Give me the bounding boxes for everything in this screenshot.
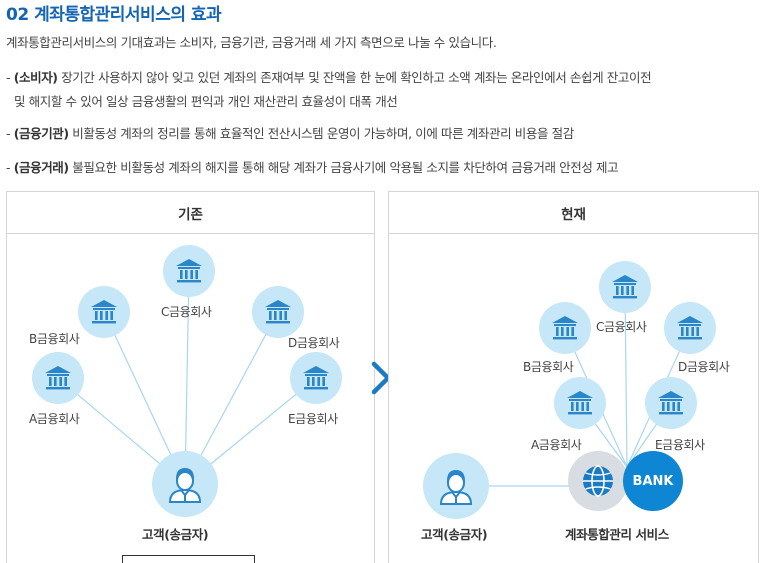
after-bank-a-node <box>554 377 606 429</box>
before-panel-heading: 기존 <box>7 192 374 234</box>
after-bank-c-node <box>599 261 651 313</box>
service-globe-node <box>568 451 628 511</box>
section-title: 02 계좌통합관리서비스의 효과 <box>6 5 222 25</box>
bank-building-icon <box>566 390 594 416</box>
before-panel: 기존 A금융회사 B금융회사 C금융회사 D금융회사 E금융회사 고객(송금자) <box>6 191 375 563</box>
after-bank-a-label: A금융회사 <box>531 438 582 452</box>
bullet-text-continued: 및 해지할 수 있어 일상 금융생활의 편익과 개인 재산관리 효율성이 대폭 … <box>14 94 398 109</box>
detail-button[interactable] <box>122 555 255 563</box>
service-label: 계좌통합관리 서비스 <box>565 527 669 542</box>
bullet-text: 불필요한 비활동성 계좌의 해지를 통해 해당 계좌가 금융사기에 악용될 소지… <box>72 160 619 175</box>
bullet-tag: (금융기관) <box>13 126 69 141</box>
after-diagram: B금융회사 C금융회사 D금융회사 A금융회사 E금융회사 고객(송금자) BA… <box>389 235 758 563</box>
person-icon <box>167 465 203 503</box>
bullet-prefix: - <box>6 126 14 141</box>
bank-building-icon <box>44 365 72 391</box>
before-bank-c-node <box>163 245 215 297</box>
after-bank-c-label: C금융회사 <box>596 320 647 334</box>
after-customer-node <box>423 453 489 519</box>
bullet-text: 비활동성 계좌의 정리를 통해 효율적인 전산시스템 운영이 가능하며, 이에 … <box>72 126 574 141</box>
before-bank-a-node <box>32 352 84 404</box>
bank-building-icon <box>676 315 704 341</box>
before-customer-label: 고객(송금자) <box>142 527 209 542</box>
bullet-prefix: - <box>6 160 14 175</box>
bullet-transaction: - (금융거래) 불필요한 비활동성 계좌의 해지를 통해 해당 계좌가 금융사… <box>6 156 758 180</box>
bullet-institution: - (금융기관) 비활동성 계좌의 정리를 통해 효율적인 전산시스템 운영이 … <box>6 122 758 146</box>
bank-building-icon <box>551 315 579 341</box>
before-bank-d-node <box>252 286 304 338</box>
bullet-tag: (소비자) <box>13 70 58 85</box>
before-bank-b-node <box>78 286 130 338</box>
after-bank-b-label: B금융회사 <box>523 360 574 374</box>
before-diagram: A금융회사 B금융회사 C금융회사 D금융회사 E금융회사 고객(송금자) <box>7 235 374 563</box>
bank-building-icon <box>611 274 639 300</box>
bank-building-icon <box>302 365 330 391</box>
before-bank-e-label: E금융회사 <box>288 412 338 426</box>
after-bank-e-label: E금융회사 <box>655 438 705 452</box>
after-bank-b-node <box>539 302 591 354</box>
bullet-prefix: - <box>6 70 14 85</box>
bank-building-icon <box>90 299 118 325</box>
after-bank-d-label: D금융회사 <box>678 360 730 374</box>
before-bank-d-label: D금융회사 <box>288 336 340 350</box>
before-bank-b-label: B금융회사 <box>29 332 80 346</box>
intro-text: 계좌통합관리서비스의 기대효과는 소비자, 금융기관, 금융거래 세 가지 측면… <box>6 35 497 50</box>
person-icon <box>438 467 474 505</box>
globe-icon <box>583 465 613 497</box>
bank-badge: BANK <box>623 451 683 511</box>
before-bank-c-label: C금융회사 <box>161 305 212 319</box>
bullet-consumer: - (소비자) 장기간 사용하지 않아 잊고 있던 계좌의 존재여부 및 잔액을… <box>6 66 758 114</box>
after-bank-d-node <box>664 302 716 354</box>
before-bank-e-node <box>290 352 342 404</box>
before-customer-node <box>152 451 218 517</box>
after-panel-heading: 현재 <box>389 192 758 234</box>
bullet-tag: (금융거래) <box>13 160 69 175</box>
after-bank-e-node <box>645 377 697 429</box>
before-bank-a-label: A금융회사 <box>29 412 80 426</box>
bullet-text: 장기간 사용하지 않아 잊고 있던 계좌의 존재여부 및 잔액을 한 눈에 확인… <box>61 70 652 85</box>
bank-building-icon <box>657 390 685 416</box>
bank-building-icon <box>175 258 203 284</box>
after-customer-label: 고객(송금자) <box>421 527 488 542</box>
after-panel: 현재 B금융회사 C금융회사 D금융회사 A금융회사 E금융회사 고객(송금자) <box>388 191 759 563</box>
bank-building-icon <box>264 299 292 325</box>
